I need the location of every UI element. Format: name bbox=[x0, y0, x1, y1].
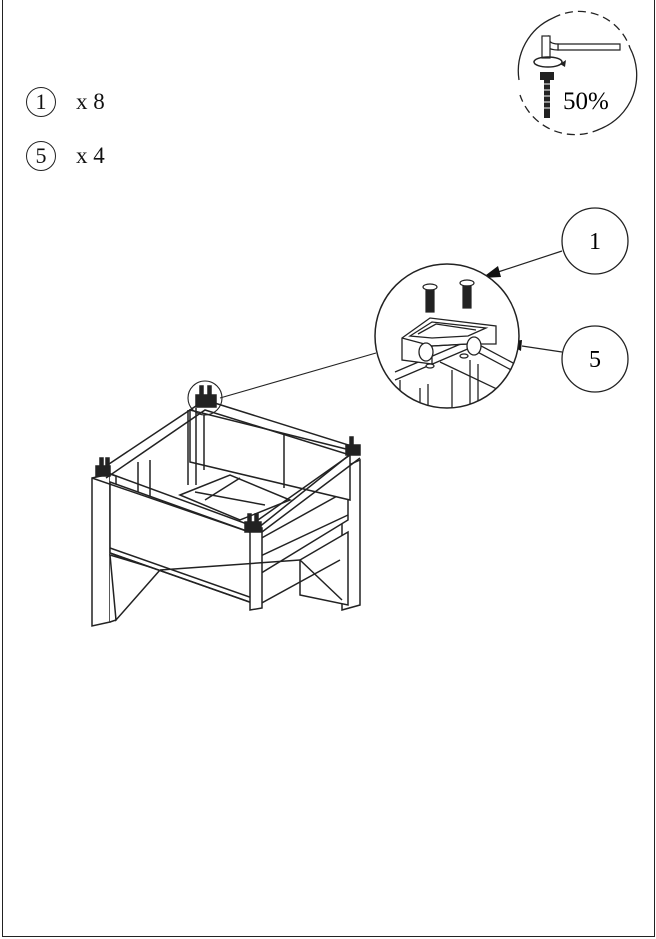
detail-view bbox=[219, 263, 520, 409]
callout-5: 5 bbox=[505, 325, 629, 393]
part-quantity: x 8 bbox=[76, 89, 105, 114]
part-quantity: x 4 bbox=[76, 143, 105, 168]
torque-label: 50% bbox=[563, 88, 609, 115]
parts-list-item-1: 1 x 8 bbox=[26, 85, 105, 119]
frame-assembly bbox=[91, 380, 361, 627]
part-number-badge: 5 bbox=[26, 141, 56, 171]
part-number-badge: 1 bbox=[26, 87, 56, 117]
callout-number: 1 bbox=[589, 229, 601, 255]
callout-1: 1 bbox=[482, 207, 629, 278]
allen-key-icon: 50% bbox=[517, 10, 638, 136]
callout-number: 5 bbox=[589, 347, 601, 373]
parts-list-item-5: 5 x 4 bbox=[26, 139, 105, 173]
